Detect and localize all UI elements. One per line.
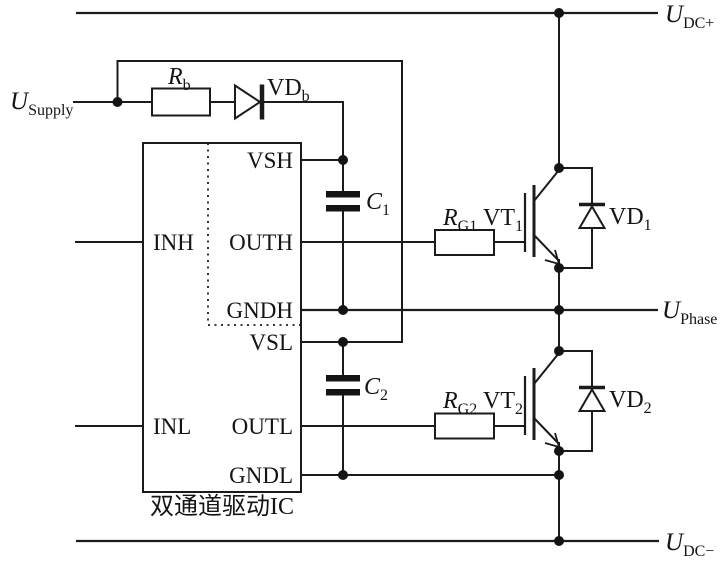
low-side-stage: RG2 VT2 VD2 [434, 310, 652, 541]
vt2-collector-diagonal [533, 352, 560, 385]
vd1-top-branch [559, 167, 593, 204]
vt2-label: VT2 [483, 388, 523, 418]
igbt-vt2 [523, 352, 561, 449]
rb-label: Rb [167, 64, 191, 94]
vdb-output-wire [264, 101, 344, 160]
junction-vt2-collector [554, 346, 564, 356]
uphase-label: UPhase [662, 297, 717, 328]
udc-minus-label: UDC− [665, 529, 714, 560]
junction-phase [554, 305, 564, 315]
pin-outh: OUTH [229, 230, 293, 255]
vt1-label: VT1 [483, 205, 523, 235]
diode-vd1: VD1 [559, 167, 652, 269]
supply-branch: USupply Rb VDb [10, 60, 403, 343]
pin-vsh: VSH [247, 148, 293, 173]
high-side-stage: RG1 VT1 VD1 [434, 13, 652, 310]
pin-outl: OUTL [232, 414, 293, 439]
pin-gndl: GNDL [229, 463, 293, 488]
rg1-label: RG1 [442, 205, 477, 235]
junction-dc-plus [554, 8, 564, 18]
vd2-top-branch [559, 350, 593, 387]
vd2-label: VD2 [609, 387, 652, 417]
c1-label: C1 [366, 189, 390, 219]
pin-vsl: VSL [250, 330, 293, 355]
junction-dots [112, 8, 564, 546]
junction-vsl-c2 [338, 337, 348, 347]
c1-top-plate [326, 191, 360, 198]
pin-inh: INH [153, 230, 194, 255]
power-rails: UDC+ UPhase UDC− [76, 1, 717, 560]
junction-vt1-emitter [554, 263, 564, 273]
usupply-label: USupply [10, 88, 73, 119]
pin-gndh: GNDH [227, 298, 293, 323]
junction-dc-minus [554, 536, 564, 546]
c1-bottom-plate [326, 205, 360, 212]
resistor-rb [151, 87, 211, 117]
vdb-label: VDb [267, 75, 310, 105]
c2-label: C2 [364, 374, 388, 404]
junction-gndh-c1 [338, 305, 348, 315]
junction-supply [112, 97, 123, 107]
bootstrap-capacitors: C1 C2 [326, 160, 390, 475]
vt1-emitter-diagonal [533, 234, 560, 262]
vd2-bottom-branch [559, 411, 593, 452]
diode-vdb [234, 83, 262, 121]
junction-gndl-c2 [338, 470, 348, 480]
udc-plus-label: UDC+ [665, 1, 714, 32]
rg2-label: RG2 [442, 388, 477, 418]
driver-ic: INH INL VSH OUTH GNDH VSL OUTL GNDL 双通道驱… [75, 142, 559, 520]
ic-channel-divider [207, 143, 301, 326]
vt1-collector-diagonal [533, 169, 560, 202]
c2-top-plate [326, 375, 360, 382]
vt2-emitter-diagonal [533, 417, 560, 445]
pin-inl: INL [153, 414, 191, 439]
igbt-vt1 [523, 169, 561, 266]
junction-vt2-emitter [554, 446, 564, 456]
diode-vd2: VD2 [559, 350, 652, 452]
junction-vt1-collector [554, 163, 564, 173]
junction-vsh-c1 [338, 155, 348, 165]
vd1-label: VD1 [609, 204, 652, 234]
vd1-bottom-branch [559, 228, 593, 269]
c2-bottom-plate [326, 389, 360, 396]
junction-gndl-emitter [554, 470, 564, 480]
bootstrap-supply-wire [116, 60, 403, 343]
driver-ic-box [142, 142, 302, 493]
ic-caption: 双通道驱动IC [150, 493, 294, 520]
